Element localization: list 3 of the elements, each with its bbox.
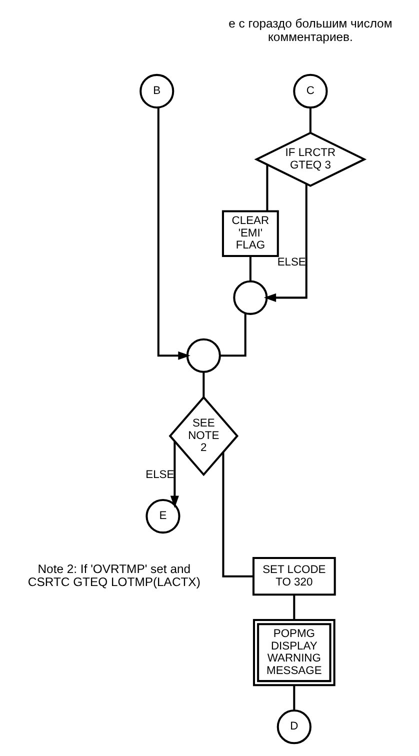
label: Note 2: If 'OVRTMP' set and CSRTC GTEQ LOTMP(LACTX) (28, 562, 200, 590)
label: е с гораздо большим числом комментариев. (228, 16, 392, 44)
edge-label: ELSE (277, 256, 306, 268)
